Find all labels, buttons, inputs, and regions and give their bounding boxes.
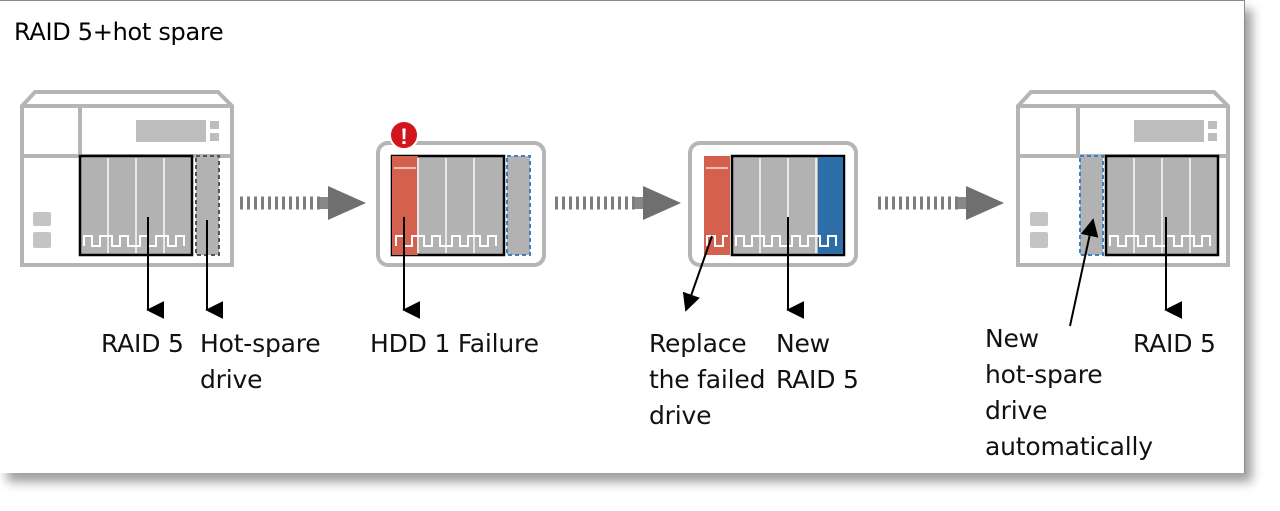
svg-text:!: ! (400, 124, 407, 149)
label-new-hot-spare: New hot-spare drive automatically (985, 324, 1153, 461)
label-hot-spare-drive: Hot-spare drive (200, 329, 321, 394)
hot-spare-bay (506, 155, 531, 256)
nas-unit-left (20, 90, 234, 267)
label-replace-failed-drive: Replace the failed drive (649, 329, 766, 430)
label-raid5-right: RAID 5 (1133, 329, 1216, 358)
pointer-arrows (146, 217, 1183, 327)
failed-drive (704, 156, 730, 255)
label-new-raid5: New RAID 5 (776, 329, 859, 394)
progress-arrow-3 (878, 186, 1004, 220)
nas-unit-right (1016, 90, 1230, 267)
raid5-bay-group (78, 154, 194, 257)
hot-spare-bay (1079, 155, 1104, 256)
nas-unit-failure: ! (376, 120, 546, 267)
warning-icon: ! (389, 120, 419, 150)
label-hdd-failure: HDD 1 Failure (370, 329, 539, 358)
new-drive (818, 157, 843, 254)
diagram-title: RAID 5+hot spare (14, 18, 224, 46)
progress-arrow-1 (240, 186, 366, 220)
label-raid5-left: RAID 5 (101, 329, 184, 358)
progress-arrow-2 (555, 186, 681, 220)
nas-unit-rebuild (688, 141, 858, 267)
